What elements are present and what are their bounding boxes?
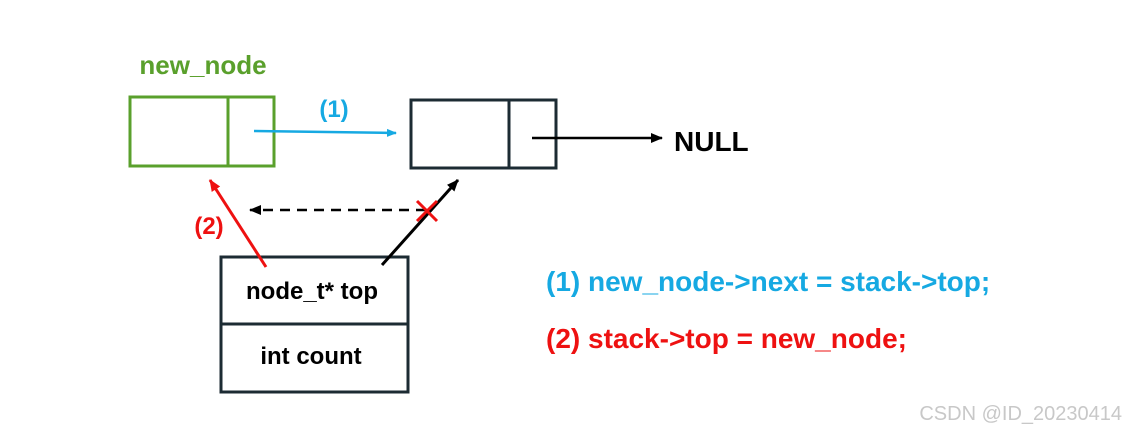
new-node-box — [128, 95, 276, 168]
watermark: CSDN @ID_20230414 — [919, 403, 1122, 425]
code-line-1: (1) new_node->next = stack->top; — [546, 266, 990, 297]
step2-arrow — [208, 179, 268, 268]
step1-label: (1) — [319, 96, 348, 123]
stack-struct-box — [219, 255, 410, 394]
new-node-label: new_node — [139, 50, 266, 80]
old-top-node-box — [409, 98, 558, 170]
step2-label: (2) — [194, 213, 223, 240]
code-line-2: (2) stack->top = new_node; — [546, 323, 907, 354]
step1-arrow — [253, 128, 397, 137]
old-top-pointer-arrow — [380, 179, 460, 266]
stack-count-field: int count — [260, 343, 361, 370]
null-label: NULL — [674, 126, 749, 157]
cross-mark-icon — [415, 199, 439, 223]
stack-top-field: node_t* top — [246, 278, 378, 305]
